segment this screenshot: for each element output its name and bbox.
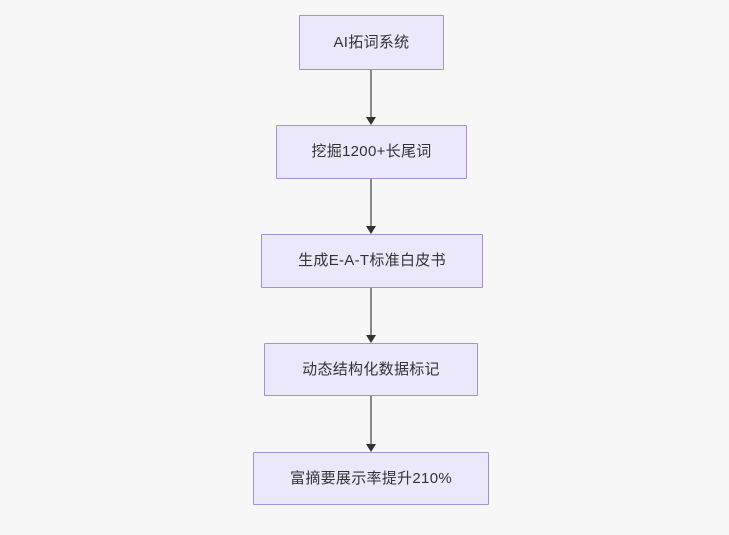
flowchart-node-label: 生成E-A-T标准白皮书 (298, 252, 446, 269)
flowchart-node-4[interactable]: 动态结构化数据标记 (264, 343, 478, 396)
flowchart-node-3[interactable]: 生成E-A-T标准白皮书 (261, 234, 483, 288)
flowchart-node-2[interactable]: 挖掘1200+长尾词 (276, 125, 467, 179)
connector-line (370, 396, 372, 445)
arrowhead-icon (366, 117, 376, 125)
connector-node2-node3 (364, 179, 378, 234)
arrowhead-icon (366, 335, 376, 343)
connector-line (370, 70, 372, 118)
flowchart-node-label: 挖掘1200+长尾词 (311, 143, 432, 160)
flowchart-node-1[interactable]: AI拓词系统 (299, 15, 444, 70)
connector-node4-node5 (364, 396, 378, 452)
flowchart-node-5[interactable]: 富摘要展示率提升210% (253, 452, 489, 505)
flowchart-node-label: 动态结构化数据标记 (302, 360, 440, 378)
arrowhead-icon (366, 444, 376, 452)
connector-line (370, 288, 372, 336)
flowchart-node-label: 富摘要展示率提升210% (290, 469, 452, 487)
connector-node3-node4 (364, 288, 378, 343)
connector-line (370, 179, 372, 227)
flowchart-node-label: AI拓词系统 (333, 33, 410, 51)
arrowhead-icon (366, 226, 376, 234)
connector-node1-node2 (364, 70, 378, 125)
